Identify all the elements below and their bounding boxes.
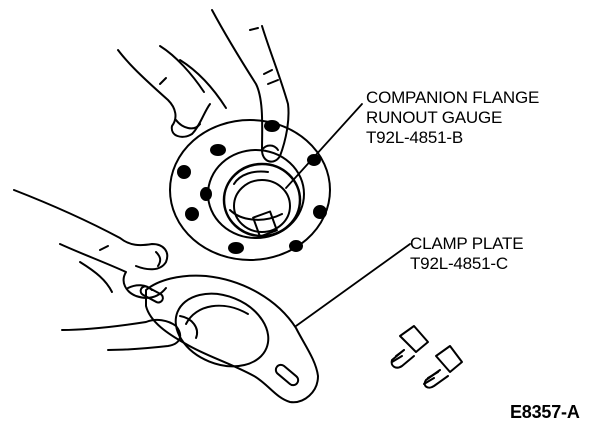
- gauge-part-number: T92L-4851-B: [366, 128, 464, 147]
- lower-hand: [13, 189, 198, 351]
- bolts: [390, 325, 463, 389]
- clamp-label-line1: CLAMP PLATE: [410, 234, 524, 253]
- gauge-label-line2: RUNOUT GAUGE: [366, 108, 503, 127]
- leader-lines: [285, 103, 411, 327]
- clamp-part-number: T92L-4851-C: [410, 254, 508, 273]
- runout-gauge: [169, 119, 331, 261]
- clamp-plate: [139, 274, 319, 404]
- figure-reference: E8357-A: [510, 402, 580, 422]
- gauge-label-line1: COMPANION FLANGE: [366, 88, 540, 107]
- upper-hand: [117, 9, 290, 163]
